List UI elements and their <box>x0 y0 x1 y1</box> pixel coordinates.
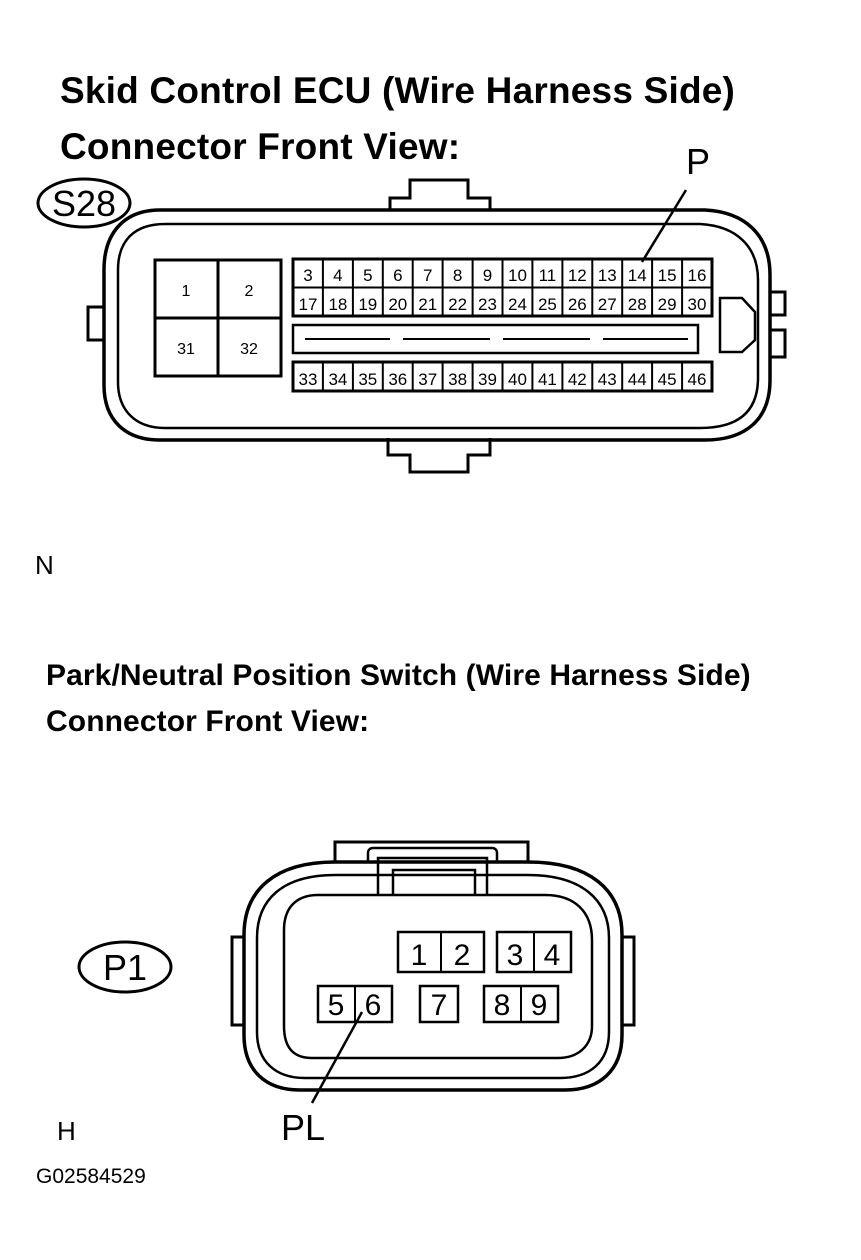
ecu-terminal-46: 46 <box>688 370 707 389</box>
pnp-terminal-7: 7 <box>431 989 448 1022</box>
ecu-terminal-row-2: 17 18 19 20 21 22 23 24 25 26 27 28 29 30 <box>299 295 707 314</box>
ecu-terminal-22: 22 <box>448 295 467 314</box>
ecu-terminal-10: 10 <box>508 266 527 285</box>
ecu-terminal-18: 18 <box>328 295 347 314</box>
ecu-terminal-12: 12 <box>568 266 587 285</box>
ecu-terminal-37: 37 <box>418 370 437 389</box>
ecu-terminal-19: 19 <box>358 295 377 314</box>
ecu-connector-id-oval <box>36 177 132 229</box>
ecu-terminal-35: 35 <box>358 370 377 389</box>
ecu-terminal-23: 23 <box>478 295 497 314</box>
ecu-terminal-15: 15 <box>658 266 677 285</box>
ecu-terminal-4: 4 <box>333 266 342 285</box>
ecu-terminal-11: 11 <box>539 266 557 285</box>
ecu-terminal-38: 38 <box>448 370 467 389</box>
ecu-terminal-43: 43 <box>598 370 617 389</box>
ecu-terminal-33: 33 <box>299 370 318 389</box>
ecu-connector-id: S28 <box>52 183 116 224</box>
ecu-terminal-34: 34 <box>328 370 347 389</box>
pnp-callout-label: PL <box>281 1107 325 1148</box>
pnp-terminal-1: 1 <box>411 939 428 972</box>
ecu-terminal-24: 24 <box>508 295 527 314</box>
ecu-terminal-17: 17 <box>299 295 318 314</box>
pnp-terminal-4: 4 <box>544 939 561 972</box>
ecu-terminal-27: 27 <box>598 295 617 314</box>
pnp-note: H <box>57 1116 76 1146</box>
ecu-note: N <box>35 550 54 580</box>
ecu-terminal-2: 2 <box>245 283 254 300</box>
pnp-terminal-8: 8 <box>494 989 511 1022</box>
ecu-terminal-41: 41 <box>538 370 557 389</box>
pnp-title-line1: Park/Neutral Position Switch (Wire Harne… <box>46 659 751 692</box>
ecu-terminal-40: 40 <box>508 370 527 389</box>
pnp-connector-id-oval <box>77 940 173 994</box>
pnp-connector <box>230 840 636 1092</box>
ecu-terminal-30: 30 <box>688 295 707 314</box>
ecu-terminal-25: 25 <box>538 295 557 314</box>
figure-code: G02584529 <box>36 1165 146 1188</box>
ecu-title-line1: Skid Control ECU (Wire Harness Side) <box>60 70 736 111</box>
ecu-callout-line <box>640 189 688 263</box>
ecu-terminal-26: 26 <box>568 295 587 314</box>
ecu-callout-label: P <box>686 141 710 182</box>
ecu-terminal-13: 13 <box>598 266 617 285</box>
ecu-terminal-7: 7 <box>423 266 432 285</box>
pnp-terminal-2: 2 <box>454 939 471 972</box>
ecu-terminal-row-1: 3 4 5 6 7 8 9 10 11 12 13 14 15 16 <box>303 266 706 285</box>
ecu-terminal-5: 5 <box>363 266 372 285</box>
ecu-terminal-44: 44 <box>628 370 647 389</box>
ecu-terminal-14: 14 <box>628 266 647 285</box>
ecu-terminal-31: 31 <box>177 341 195 358</box>
ecu-terminal-28: 28 <box>628 295 647 314</box>
pnp-connector-id: P1 <box>103 947 147 988</box>
ecu-terminal-32: 32 <box>240 341 258 358</box>
ecu-terminal-1: 1 <box>182 283 191 300</box>
ecu-terminal-dividers <box>321 259 684 391</box>
ecu-terminal-6: 6 <box>393 266 402 285</box>
ecu-terminal-42: 42 <box>568 370 587 389</box>
pnp-terminal-3: 3 <box>507 939 524 972</box>
ecu-terminal-29: 29 <box>658 295 677 314</box>
ecu-terminal-21: 21 <box>418 295 437 314</box>
ecu-title-line2: Connector Front View: <box>60 126 461 167</box>
ecu-terminal-row-3: 33 34 35 36 37 38 39 40 41 42 43 44 45 46 <box>299 370 707 389</box>
pnp-terminal-5: 5 <box>328 989 345 1022</box>
ecu-terminal-8: 8 <box>453 266 462 285</box>
ecu-terminal-16: 16 <box>688 266 707 285</box>
ecu-terminal-36: 36 <box>388 370 407 389</box>
ecu-terminal-45: 45 <box>658 370 677 389</box>
pnp-title-line2: Connector Front View: <box>46 705 370 738</box>
ecu-terminal-3: 3 <box>303 266 312 285</box>
ecu-connector <box>86 178 787 474</box>
pnp-terminal-9: 9 <box>531 989 548 1022</box>
ecu-terminal-39: 39 <box>478 370 497 389</box>
pnp-callout-line <box>310 1011 364 1104</box>
ecu-terminal-20: 20 <box>388 295 407 314</box>
pnp-terminal-6: 6 <box>365 989 382 1022</box>
ecu-terminal-9: 9 <box>483 266 492 285</box>
